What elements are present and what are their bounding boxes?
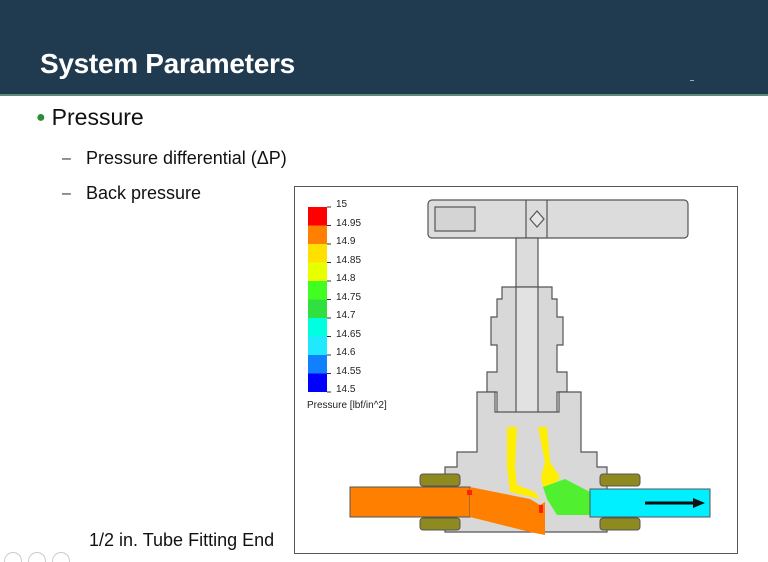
dash-icon: – [62,184,71,202]
legend-tick: 14.6 [336,347,356,358]
legend-title: Pressure [lbf/in^2] [307,400,387,411]
figure-caption: 1/2 in. Tube Fitting End [89,530,275,550]
header-divider [0,94,768,96]
header-mark [690,80,694,81]
dash-icon: – [62,149,71,167]
sub-item-back-pressure: – Back pressure [62,183,201,204]
legend-tick: 14.7 [336,310,356,321]
prev-slide-button[interactable] [4,552,22,562]
pressure-contour-figure: 15 14.95 14.9 14.85 14.8 14.75 14.7 14.6… [294,186,738,554]
legend-tick: 14.95 [336,217,362,229]
inlet-flow [349,427,545,535]
legend-colorbar [308,206,331,393]
slide-nav [4,552,70,562]
legend-tick: 14.65 [336,328,362,340]
legend-tick: 15 [336,199,348,210]
legend-tick: 14.85 [336,254,362,266]
right-arrow-icon [693,498,705,508]
outlet-flow [538,427,711,518]
bullet-pressure: ● Pressure [36,104,144,131]
legend-tick: 14.55 [336,365,362,377]
bullet-text: Pressure [51,104,144,130]
legend-tick: 14.8 [336,273,356,284]
sub-item-text: Pressure differential (ΔP) [86,148,287,168]
sub-item-pressure-differential: – Pressure differential (ΔP) [62,148,287,169]
legend-tick: 14.5 [336,384,356,395]
bullet-dot-icon: ● [36,108,46,126]
valve-cross-section-diagram [308,199,711,535]
next-slide-button[interactable] [52,552,70,562]
legend-tick: 14.75 [336,291,362,303]
slide-title: System Parameters [40,48,295,79]
sub-item-text: Back pressure [86,183,202,203]
home-button[interactable] [28,552,46,562]
slide-header: System Parameters [0,0,768,95]
legend-tick: 14.9 [336,236,356,247]
